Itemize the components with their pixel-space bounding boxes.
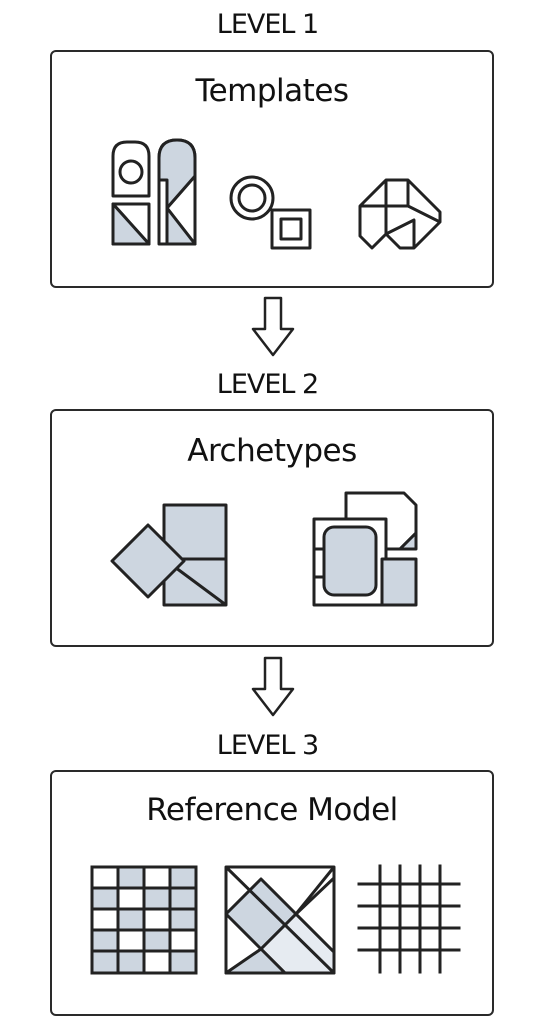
table-grid-cell	[170, 951, 196, 973]
stacked-cards-icon	[312, 491, 418, 607]
table-grid-cell	[118, 867, 144, 888]
level-3-box: Reference Model	[50, 770, 494, 1016]
shape-blocks-icon	[111, 138, 197, 246]
concentric-circle-square-icon	[229, 175, 312, 250]
table-grid-cell	[144, 888, 170, 909]
table-grid-cell	[92, 888, 118, 909]
tangram-square-icon	[224, 865, 336, 975]
level-3-label: LEVEL 3	[216, 730, 319, 761]
level-1-label: LEVEL 1	[216, 9, 319, 40]
level-2-box: Archetypes	[50, 409, 494, 647]
folded-shape-icon	[358, 178, 442, 250]
level-2-title: Archetypes	[187, 433, 357, 469]
overlapping-rectangles-icon	[110, 503, 228, 607]
level-3-title: Reference Model	[146, 792, 398, 828]
table-grid-cell	[118, 951, 144, 973]
table-grid-cell	[144, 930, 170, 951]
table-grid-cell	[170, 909, 196, 930]
level-1-title: Templates	[195, 73, 349, 109]
table-grid-cell	[118, 909, 144, 930]
table-grid-cell	[92, 930, 118, 951]
table-grid-cell	[92, 951, 118, 973]
level-2-label: LEVEL 2	[216, 369, 319, 400]
table-grid-cell	[170, 867, 196, 888]
table-grid-icon	[90, 865, 198, 975]
hash-grid-icon	[357, 864, 461, 974]
level-1-box: Templates	[50, 50, 494, 288]
down-arrow-icon	[251, 296, 295, 357]
down-arrow-icon-2	[251, 656, 295, 717]
table-grid-cell	[170, 888, 196, 909]
